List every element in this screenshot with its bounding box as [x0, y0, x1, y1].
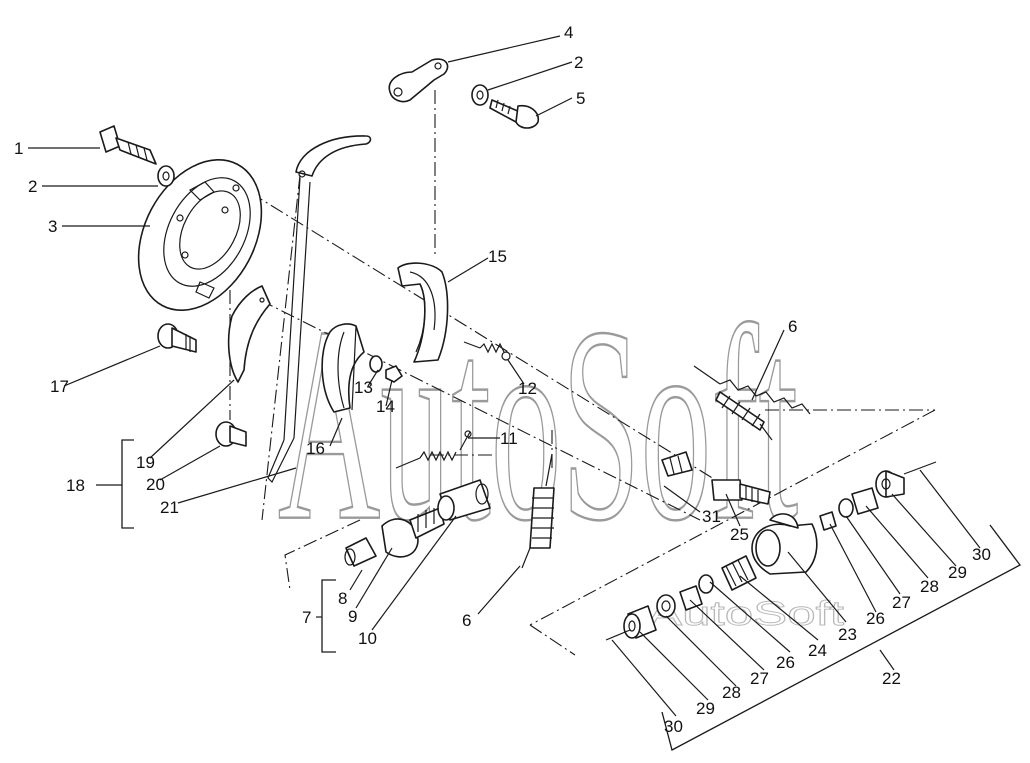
callout-30-upper: 30: [972, 545, 991, 564]
callout-14: 14: [376, 397, 395, 416]
callout-25: 25: [730, 525, 749, 544]
piston-cup-left: [698, 574, 714, 594]
callout-31: 31: [702, 507, 721, 526]
callout-30-lower: 30: [664, 717, 683, 736]
adjuster-wheel: [381, 507, 445, 558]
callout-10: 10: [358, 629, 377, 648]
piston-cup-right: [838, 498, 854, 518]
bracket-18: [96, 439, 134, 529]
parking-brake-lever: [267, 135, 372, 484]
callout-23: 23: [838, 625, 857, 644]
shoe-hold-pin: [215, 421, 247, 447]
brake-shoe-right: [397, 262, 449, 363]
callout-7: 7: [302, 608, 311, 627]
adjuster-housing: [437, 479, 491, 521]
boot-left: [656, 594, 676, 618]
retainer-nut: [385, 365, 403, 383]
callout-13: 13: [354, 378, 373, 397]
shoe-spring-right: [693, 365, 811, 441]
wheel-cylinder-body: [751, 513, 818, 575]
bracket-7: [316, 579, 336, 653]
anchor-pin: [157, 323, 197, 353]
callout-12: 12: [518, 379, 537, 398]
bleed-screw: [661, 451, 693, 477]
callout-4: 4: [564, 23, 573, 42]
shoe-spring-lower: [521, 453, 555, 569]
callout-26-upper: 26: [866, 609, 885, 628]
callout-29-lower: 29: [696, 699, 715, 718]
push-rod-right: [903, 461, 937, 475]
callout-19: 19: [136, 453, 155, 472]
dust-cover-left: [623, 605, 657, 639]
callout-27-upper: 27: [892, 593, 911, 612]
callout-11: 11: [500, 429, 518, 448]
callout-6-right: 6: [788, 317, 797, 336]
leader-lines: [28, 35, 981, 717]
callout-3: 3: [48, 217, 57, 236]
return-spring-upper: [463, 341, 511, 361]
lever-bolt: [489, 99, 540, 129]
callout-1: 1: [14, 139, 23, 158]
callout-28-upper: 28: [920, 577, 939, 596]
backing-plate: [137, 158, 263, 312]
callout-9: 9: [348, 607, 357, 626]
callout-20: 20: [146, 475, 165, 494]
callout-24: 24: [808, 641, 827, 660]
callout-29-upper: 29: [948, 563, 967, 582]
callout-28-lower: 28: [722, 683, 741, 702]
callout-18: 18: [66, 476, 85, 495]
centerlines: [229, 90, 936, 656]
brake-shoe-web: [227, 285, 271, 383]
callout-17: 17: [50, 377, 69, 396]
callout-5: 5: [576, 89, 585, 108]
adjuster-lever: [388, 58, 449, 103]
washer: [157, 165, 175, 187]
return-spring-lower: [395, 430, 472, 469]
lever-washer: [471, 84, 489, 106]
callout-8: 8: [338, 589, 347, 608]
piston-left: [679, 585, 703, 611]
dust-cover-right: [875, 470, 905, 498]
callout-2-left: 2: [28, 177, 37, 196]
callout-16: 16: [306, 439, 325, 458]
brake-shoe-left: [321, 323, 365, 413]
cylinder-seal-right: [819, 511, 837, 531]
callout-27-lower: 27: [750, 669, 769, 688]
spring-cup: [369, 355, 383, 373]
push-rod-left: [605, 629, 631, 641]
bracket-22: [661, 524, 1021, 751]
callout-22: 22: [882, 669, 901, 688]
callout-2-top: 2: [574, 53, 583, 72]
piston-right: [851, 487, 879, 515]
callout-21: 21: [160, 498, 179, 517]
mounting-bolt: [99, 125, 157, 165]
adjuster-tappet: [344, 537, 377, 567]
callout-15: 15: [488, 247, 507, 266]
callout-6-lower: 6: [462, 611, 471, 630]
bleeder-valve: [711, 479, 771, 505]
callout-labels: 1 2 3 4 2 5 15 6 12 13 14 11 16 17 18 19…: [14, 23, 991, 736]
callout-26-lower: 26: [776, 653, 795, 672]
